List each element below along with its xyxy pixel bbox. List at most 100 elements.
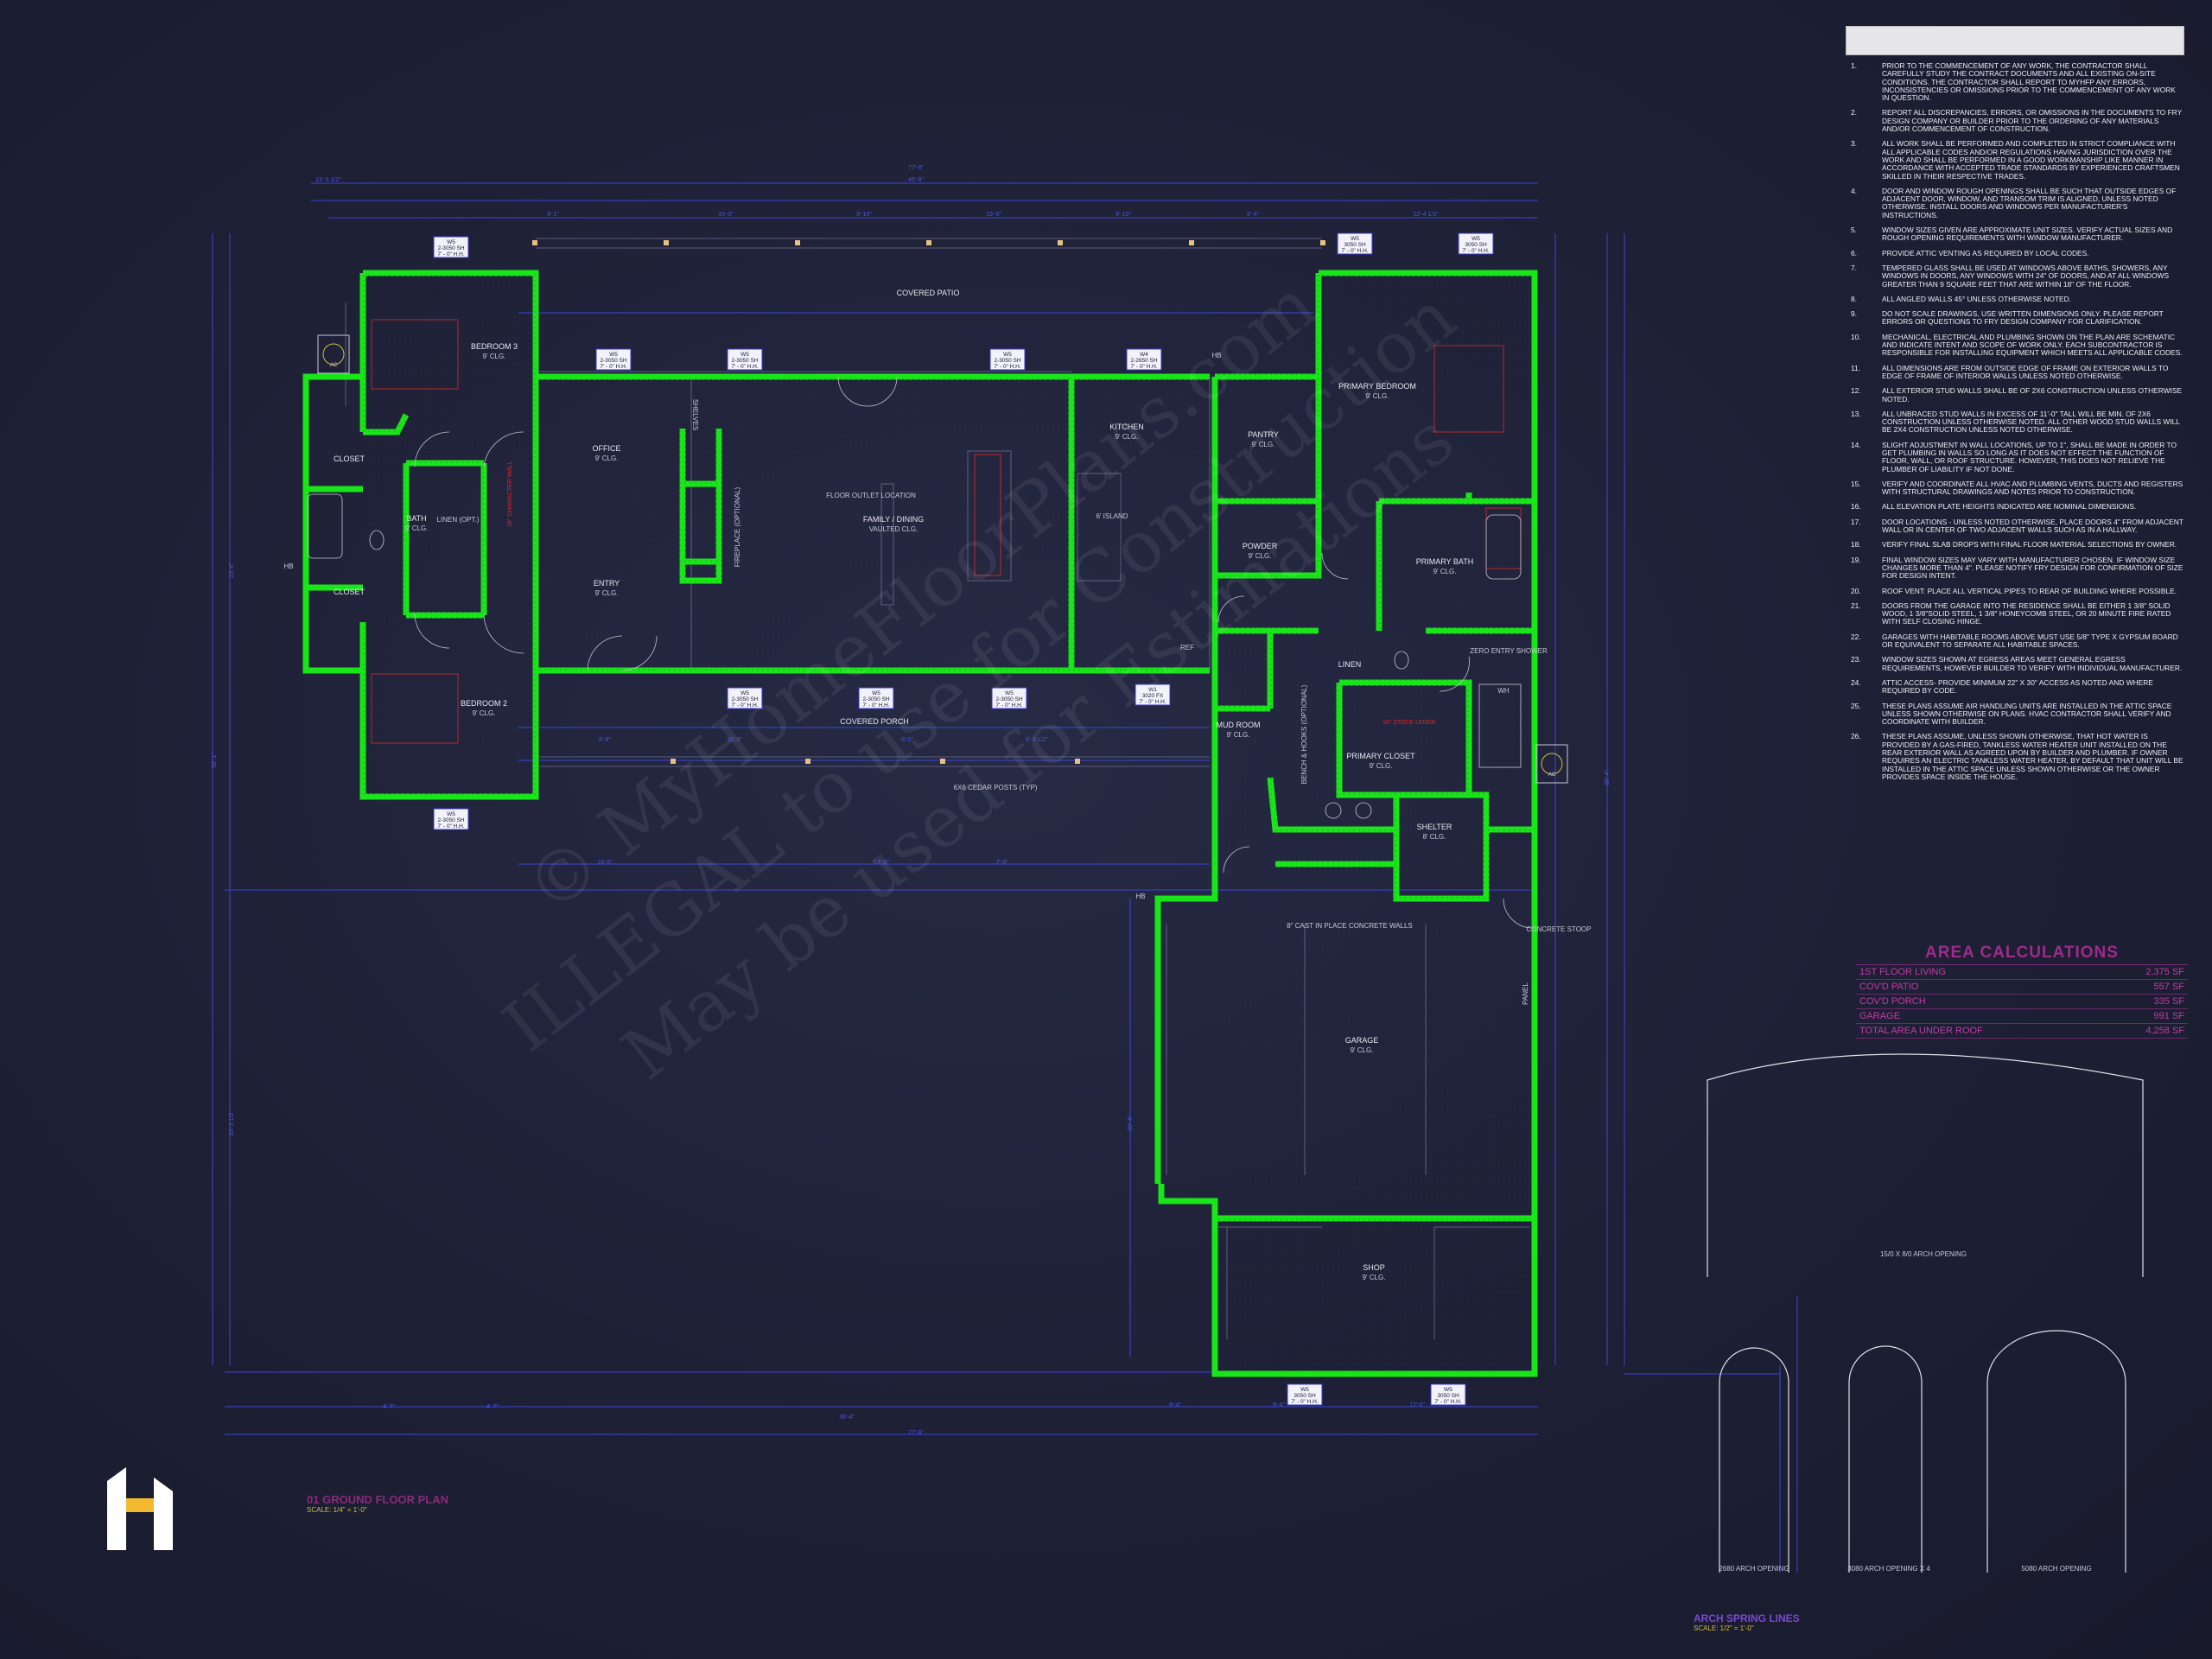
note-number: 25. [1851, 701, 1861, 710]
svg-text:LINEN: LINEN [1338, 660, 1362, 669]
svg-text:PRIMARY BEDROOM: PRIMARY BEDROOM [1338, 382, 1416, 391]
svg-text:9'-4": 9'-4" [1273, 1402, 1285, 1408]
note-text: Tempered glass shall be used at windows … [1882, 263, 2170, 289]
svg-text:ZERO ENTRY SHOWER: ZERO ENTRY SHOWER [1470, 647, 1548, 655]
dimension-texts: 21'-5 1/2" 77'-8" 45'-8" 9'-1" 15'-0" 9'… [212, 165, 1611, 1436]
svg-text:AC: AC [330, 363, 338, 368]
svg-text:BEDROOM 2: BEDROOM 2 [461, 699, 507, 708]
svg-text:FIREPLACE (OPTIONAL): FIREPLACE (OPTIONAL) [734, 486, 741, 567]
note-text: Roof vent: place all vertical pipes to r… [1882, 586, 2177, 595]
note-number: 7. [1851, 263, 1857, 272]
note-number: 16. [1851, 502, 1861, 512]
plan-number: 01 [307, 1493, 320, 1506]
note-number: 3. [1851, 139, 1857, 149]
svg-text:GARAGE: GARAGE [1345, 1036, 1379, 1045]
svg-text:W5: W5 [1300, 1387, 1309, 1393]
note-number: 26. [1851, 732, 1861, 741]
svg-text:BENCH & HOOKS (OPTIONAL): BENCH & HOOKS (OPTIONAL) [1300, 684, 1308, 784]
room-labels: BEDROOM 3 9' CLG. CLOSET BATH 9' CLG. CL… [334, 289, 1473, 1281]
svg-text:7' - 0" H.H.: 7' - 0" H.H. [437, 251, 465, 257]
note-text: Doors from the garage into the residence… [1882, 601, 2171, 626]
arch-scale: SCALE: 1/2" = 1'-0" [1694, 1624, 1754, 1632]
note-item: 24.Attic access- provide minimum 22" x 3… [1846, 678, 2184, 696]
note-item: 13.All unbraced stud walls in excess of … [1846, 410, 2184, 435]
note-number: 4. [1851, 186, 1857, 195]
note-text: All angled walls 45° unless otherwise no… [1882, 294, 2071, 303]
note-item: 2. Report all discrepancies, errors, or o… [1846, 109, 2184, 133]
plan-title: GROUND FLOOR PLAN [322, 1493, 448, 1506]
svg-text:15'-0": 15'-0" [718, 212, 734, 218]
svg-text:14'-0": 14'-0" [874, 860, 889, 866]
note-item: 22.Garages with habitable rooms above mu… [1846, 632, 2184, 650]
svg-text:3050 SH: 3050 SH [1294, 1393, 1316, 1399]
svg-text:CLOSET: CLOSET [334, 588, 365, 596]
note-item: 7. Tempered glass shall be used at window… [1846, 264, 2184, 289]
note-item: 8.All angled walls 45° unless otherwise … [1846, 294, 2184, 303]
note-text: Report all discrepancies, errors, or omi… [1882, 108, 2183, 134]
svg-text:W5: W5 [872, 690, 880, 696]
svg-text:SHOP: SHOP [1363, 1263, 1385, 1272]
svg-text:COVERED PATIO: COVERED PATIO [897, 289, 960, 297]
note-text: All exterior stud walls shall be of 2x6 … [1882, 386, 2183, 404]
svg-text:2-3050 SH: 2-3050 SH [994, 358, 1020, 364]
arch-diagram [1707, 1053, 2144, 1573]
svg-text:3050 SH: 3050 SH [1465, 242, 1487, 248]
svg-text:9' CLG.: 9' CLG. [1351, 1046, 1374, 1054]
svg-text:9'-10": 9'-10" [856, 212, 872, 218]
note-text: All elevation plate heights indicated ar… [1882, 502, 2137, 512]
dimension-lines [212, 182, 1798, 1573]
svg-text:23'-4": 23'-4" [229, 563, 235, 578]
note-item: 6.Provide attic venting as required by l… [1846, 248, 2184, 257]
svg-text:9'-4": 9'-4" [1169, 1402, 1181, 1408]
svg-text:9' CLG.: 9' CLG. [1252, 441, 1275, 448]
svg-text:7' - 0" H.H.: 7' - 0" H.H. [995, 702, 1023, 709]
svg-text:PRIMARY CLOSET: PRIMARY CLOSET [1346, 752, 1415, 760]
svg-text:16'-0": 16'-0" [597, 860, 613, 866]
svg-text:OFFICE: OFFICE [593, 444, 621, 453]
porch-beams [536, 238, 1322, 767]
note-number: 9. [1851, 309, 1857, 319]
svg-text:PRIMARY BATH: PRIMARY BATH [1416, 557, 1474, 566]
svg-text:77'-8": 77'-8" [908, 165, 924, 171]
note-number: 2. [1851, 108, 1857, 118]
note-item: 23.Window sizes shown at egress areas me… [1846, 656, 2184, 672]
svg-text:9' CLG.: 9' CLG. [1366, 392, 1389, 400]
note-item: 20.Roof vent: place all vertical pipes t… [1846, 586, 2184, 595]
note-item: 10.Mechanical, electrical and plumbing s… [1846, 332, 2184, 358]
arch-labels: 15/0 X 8/0 ARCH OPENING 2680 ARCH OPENIN… [1719, 1250, 2091, 1573]
svg-text:KITCHEN: KITCHEN [1109, 423, 1144, 431]
svg-text:BATH: BATH [406, 514, 426, 523]
svg-text:33'-3 1/2": 33'-3 1/2" [229, 1110, 235, 1136]
note-text: These plans assume, unless shown otherwi… [1882, 732, 2183, 781]
svg-text:FLOOR OUTLET LOCATION: FLOOR OUTLET LOCATION [826, 492, 916, 499]
note-item: 17.Door locations - unless noted otherwi… [1846, 518, 2184, 535]
svg-text:8'-5 1/2": 8'-5 1/2" [1026, 737, 1048, 743]
note-text: Verify final slab drops with final floor… [1882, 540, 2177, 550]
svg-text:38'-4": 38'-4" [839, 1414, 855, 1421]
note-number: 6. [1851, 248, 1857, 257]
svg-text:3080 ARCH OPENING X 4: 3080 ARCH OPENING X 4 [1847, 1565, 1930, 1573]
note-number: 5. [1851, 226, 1857, 235]
note-item: 16. All elevation plate heights indicated… [1846, 502, 2184, 512]
note-text: Do not scale drawings, use written dimen… [1882, 309, 2164, 327]
svg-text:LINEN (OPT.): LINEN (OPT.) [437, 516, 480, 524]
svg-text:WH: WH [1497, 687, 1510, 695]
svg-text:SHELVES: SHELVES [691, 399, 699, 430]
svg-text:BEDROOM 3: BEDROOM 3 [471, 342, 518, 351]
note-number: 21. [1851, 601, 1861, 610]
plan-scale: SCALE: 1/4" = 1'-0" [307, 1506, 367, 1514]
note-item: 12.All exterior stud walls shall be of 2… [1846, 387, 2184, 404]
svg-text:7' - 0" H.H.: 7' - 0" H.H. [862, 702, 890, 709]
svg-text:2-3050 SH: 2-3050 SH [731, 358, 758, 364]
svg-text:2-3050 SH: 2-3050 SH [437, 245, 464, 251]
note-item: 18.Verify final slab drops with final fl… [1846, 540, 2184, 550]
note-number: 10. [1851, 332, 1861, 341]
svg-text:PANEL: PANEL [1522, 982, 1529, 1005]
svg-text:7' - 0" H.H.: 7' - 0" H.H. [731, 364, 759, 370]
note-item: 26. These plans assume, unless shown othe… [1846, 733, 2184, 781]
svg-text:6X6 CEDAR POSTS (TYP): 6X6 CEDAR POSTS (TYP) [954, 784, 1038, 791]
